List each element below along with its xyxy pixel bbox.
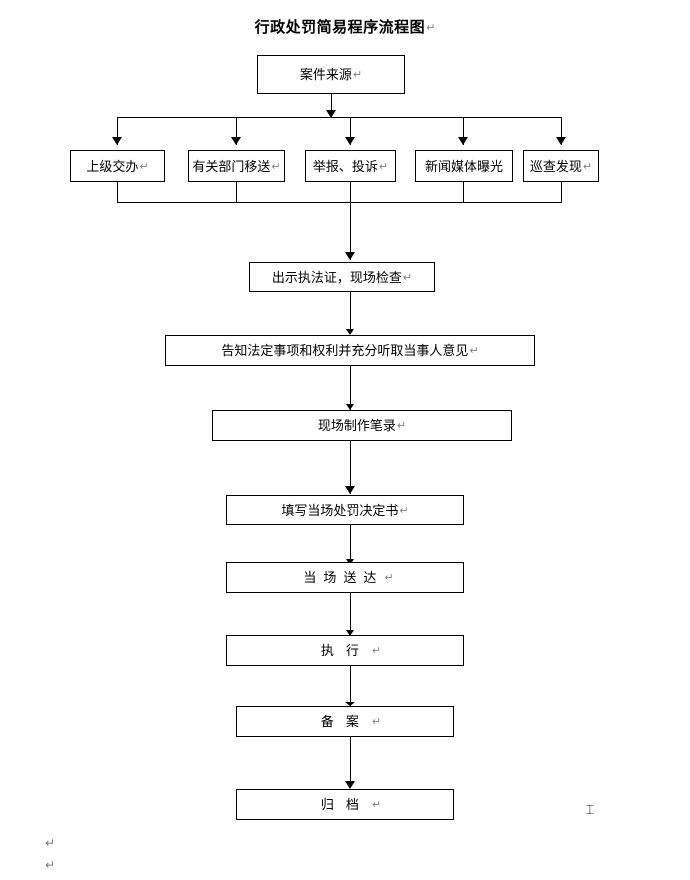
arrow-into-source-1 bbox=[112, 137, 122, 145]
paragraph-mark-icon: ↵ bbox=[378, 159, 389, 173]
caret-glyph: ⌶ bbox=[586, 803, 594, 818]
arrow-into-step-4 bbox=[345, 486, 355, 494]
paragraph-mark-icon: ↵ bbox=[384, 571, 394, 584]
connector-step5-to-step6 bbox=[350, 593, 351, 635]
node-source-2-label: 有关部门移送 bbox=[192, 158, 271, 174]
node-step-3-label: 现场制作笔录 bbox=[317, 418, 396, 433]
connector-merge-bar bbox=[117, 202, 562, 203]
paragraph-mark-icon: ↵ bbox=[352, 68, 363, 81]
paragraph-mark-icon: ↵ bbox=[371, 715, 382, 728]
node-source-1-label: 上级交办 bbox=[86, 158, 139, 174]
node-source-3[interactable]: 举报、投诉↵ bbox=[305, 150, 396, 182]
paragraph-mark-icon: ↵ bbox=[139, 159, 149, 173]
node-step-8[interactable]: 归档↵ bbox=[236, 789, 454, 820]
connector-step2-to-step3 bbox=[350, 366, 351, 411]
node-source-5-label: 巡查发现 bbox=[529, 158, 582, 174]
node-source-4-label: 新闻媒体曝光 bbox=[424, 158, 503, 174]
arrow-into-step-1 bbox=[345, 252, 355, 260]
node-step-6[interactable]: 执行↵ bbox=[226, 635, 464, 666]
arrow-into-source-2 bbox=[231, 137, 241, 145]
connector-riser-1 bbox=[117, 182, 118, 202]
arrow-into-source-5 bbox=[556, 137, 566, 145]
node-step-5[interactable]: 当场送达↵ bbox=[226, 562, 464, 593]
node-source-3-label: 举报、投诉 bbox=[312, 158, 378, 174]
connector-drop-3 bbox=[350, 117, 351, 145]
node-source-1[interactable]: 上级交办↵ bbox=[70, 150, 165, 182]
node-step-4[interactable]: 填写当场处罚决定书↵ bbox=[226, 495, 464, 525]
node-source-4[interactable]: 新闻媒体曝光 bbox=[415, 150, 513, 182]
connector-step4-to-step5 bbox=[350, 525, 351, 565]
node-case-source[interactable]: 案件来源↵ bbox=[257, 55, 405, 94]
paragraph-mark-icon: ↵ bbox=[396, 419, 407, 432]
connector-drop-2 bbox=[236, 117, 237, 145]
arrow-into-step-3 bbox=[346, 404, 354, 410]
node-source-5[interactable]: 巡查发现↵ bbox=[523, 150, 599, 182]
arrow-into-step-2 bbox=[346, 329, 354, 335]
node-step-7[interactable]: 备案↵ bbox=[236, 706, 454, 737]
arrow-into-step-7 bbox=[345, 702, 355, 706]
paragraph-mark-icon: ↵ bbox=[469, 344, 479, 357]
paragraph-mark-icon: ↵ bbox=[582, 159, 593, 173]
connector-drop-5 bbox=[561, 117, 562, 145]
connector-riser-4 bbox=[463, 182, 464, 202]
node-step-1[interactable]: 出示执法证，现场检查↵ bbox=[249, 262, 435, 292]
node-step-2-label: 告知法定事项和权利并充分听取当事人意见 bbox=[221, 343, 469, 358]
stray-paragraph-mark-1: ↵ bbox=[45, 836, 55, 850]
arrow-into-source-3 bbox=[345, 137, 355, 145]
page-title: 行政处罚简易程序流程图↵ bbox=[0, 16, 690, 37]
connector-step6-to-step7 bbox=[350, 666, 351, 706]
node-case-source-label: 案件来源 bbox=[299, 67, 352, 82]
node-step-6-label: 执行 bbox=[320, 643, 371, 658]
node-step-2[interactable]: 告知法定事项和权利并充分听取当事人意见↵ bbox=[165, 335, 535, 366]
paragraph-mark-icon: ↵ bbox=[371, 644, 382, 657]
connector-drop-4 bbox=[463, 117, 464, 145]
arrow-into-distribution-bar bbox=[326, 110, 336, 118]
connector-root-stem bbox=[331, 94, 332, 118]
connector-drop-1 bbox=[117, 117, 118, 145]
paragraph-mark-icon: ↵ bbox=[271, 159, 281, 173]
stray-paragraph-mark-2: ↵ bbox=[45, 858, 55, 872]
paragraph-mark-icon: ↵ bbox=[402, 270, 413, 284]
connector-merge-trunk bbox=[350, 202, 351, 260]
node-source-2[interactable]: 有关部门移送↵ bbox=[188, 150, 285, 182]
arrow-into-source-4 bbox=[458, 137, 468, 145]
node-step-1-label: 出示执法证，现场检查 bbox=[271, 269, 402, 285]
node-step-4-label: 填写当场处罚决定书 bbox=[281, 502, 399, 518]
connector-riser-2 bbox=[236, 182, 237, 202]
connector-step7-to-step8 bbox=[350, 737, 351, 787]
paragraph-mark-icon: ↵ bbox=[371, 798, 382, 811]
paragraph-mark-icon: ↵ bbox=[399, 503, 409, 517]
connector-step3-to-step4 bbox=[350, 441, 351, 494]
connector-riser-5 bbox=[561, 182, 562, 202]
connector-distribution-bar bbox=[117, 117, 561, 118]
connector-step1-to-step2 bbox=[350, 292, 351, 334]
page-title-text: 行政处罚简易程序流程图 bbox=[254, 20, 426, 36]
node-step-7-label: 备案 bbox=[320, 714, 371, 729]
paragraph-mark-glyph: ↵ bbox=[45, 836, 56, 850]
text-caret-icon: ⌶ bbox=[586, 803, 594, 818]
paragraph-mark-glyph: ↵ bbox=[45, 858, 56, 872]
node-step-3[interactable]: 现场制作笔录↵ bbox=[212, 410, 512, 441]
node-step-5-label: 当场送达 bbox=[303, 570, 384, 585]
connector-riser-3 bbox=[350, 182, 351, 202]
node-step-8-label: 归档 bbox=[320, 797, 371, 812]
arrow-into-step-6 bbox=[346, 630, 354, 636]
paragraph-mark-icon: ↵ bbox=[426, 21, 436, 34]
arrow-into-step-8 bbox=[345, 781, 355, 789]
